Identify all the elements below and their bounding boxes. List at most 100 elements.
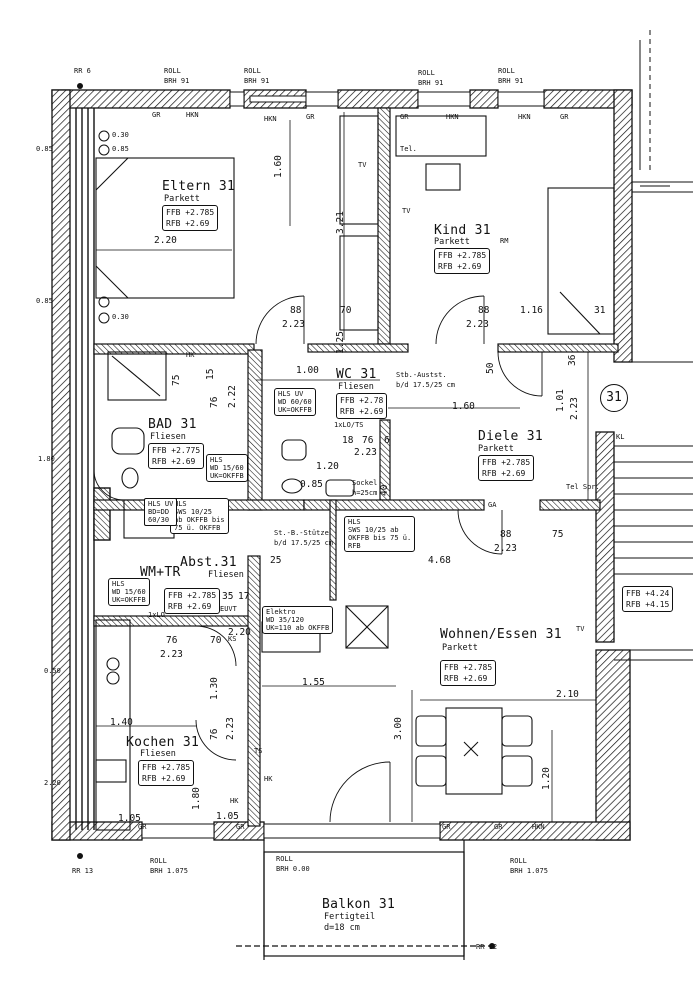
rfb-level: RFB +2.69 bbox=[166, 219, 210, 228]
window-roll-label: ROLL bbox=[244, 67, 261, 75]
dim-label: 1.20 bbox=[541, 767, 552, 790]
dim-label: 3.21 bbox=[335, 211, 346, 234]
stb-size-label: b/d 17.5/25 cm bbox=[396, 381, 456, 389]
window-brh-label: BRH 1.075 bbox=[150, 867, 188, 875]
st-stuetze-label: St.-B.-Stütze bbox=[274, 529, 329, 537]
level-box-diele: FFB +2.785 RFB +2.69 bbox=[478, 455, 535, 481]
interior-walls bbox=[93, 107, 619, 827]
wm-tr-label: WM+TR bbox=[140, 565, 181, 580]
dim-label: 0.30 bbox=[112, 313, 129, 321]
dim-label: 1.30 bbox=[209, 677, 220, 700]
gr-label: GR bbox=[400, 113, 409, 121]
dim-label: 88 bbox=[478, 305, 490, 316]
hls-box-bd: HLS UV BD=DD 60/30 bbox=[144, 498, 178, 526]
dim-label: 4.68 bbox=[428, 555, 451, 566]
hls-line: UK=OKFFB bbox=[210, 472, 244, 480]
dim-label: 0.50 bbox=[44, 667, 61, 675]
dim-label: 3.00 bbox=[393, 717, 404, 740]
hkn-label: HKN bbox=[532, 823, 545, 831]
dim-label: 15 bbox=[205, 368, 216, 380]
ffb-level: FFB +2.785 bbox=[142, 763, 191, 772]
hls-line: HLS bbox=[210, 456, 223, 464]
gr-label: GR bbox=[236, 823, 245, 831]
ffb-level: FFB +2.785 bbox=[168, 591, 217, 600]
level-box-wohnen: FFB +2.785 RFB +2.69 bbox=[440, 660, 497, 686]
axis-markers bbox=[77, 83, 495, 949]
dim-label: 2.23 bbox=[466, 319, 489, 330]
hls-box-diele: HLS SWS 10/25 ab OKFFB bis 75 ü. RFB bbox=[344, 516, 416, 552]
room-floor-eltern: Parkett bbox=[164, 194, 200, 204]
gr-label: GR bbox=[442, 823, 451, 831]
room-name-kind: Kind 31 bbox=[434, 223, 491, 238]
gr-label: GR bbox=[152, 111, 161, 119]
dim-label: 1.40 bbox=[110, 717, 133, 728]
dim-label: 76 bbox=[209, 396, 220, 408]
dim-label: 1.05 bbox=[118, 813, 141, 824]
hls-line: 75 ü. OKFFB bbox=[174, 524, 221, 532]
hls-line: SWS 10/25 ab bbox=[348, 526, 399, 534]
hls-box-bad: HLS WD 15/60 UK=OKFFB bbox=[206, 454, 248, 482]
compass-circles bbox=[98, 130, 110, 324]
elektro-line: Elektro bbox=[266, 608, 296, 616]
dim-label: 36 bbox=[567, 354, 578, 366]
dim-label: 2.23 bbox=[225, 717, 236, 740]
dim-label: 25 bbox=[270, 555, 282, 566]
dim-label: 2.22 bbox=[227, 385, 238, 408]
dimension-lines bbox=[96, 112, 596, 822]
ffb-level: FFB +2.78 bbox=[340, 396, 384, 405]
dim-label: 88 bbox=[290, 305, 302, 316]
dim-label: 50 bbox=[485, 362, 496, 374]
dim-label: 2.23 bbox=[494, 543, 517, 554]
euvt-label: EUVT bbox=[220, 605, 237, 613]
hk-label: HK bbox=[264, 775, 273, 783]
room-name-wc: WC 31 bbox=[336, 367, 377, 382]
elektro-box: Elektro WD 35/120 UK=110 ab OKFFB bbox=[262, 606, 334, 634]
dim-label: 70 bbox=[210, 635, 222, 646]
rfb-level: RFB +2.69 bbox=[168, 602, 212, 611]
gr-label: GR bbox=[138, 823, 147, 831]
dim-label: 0.85 bbox=[36, 145, 53, 153]
window-roll-label: ROLL bbox=[276, 855, 293, 863]
rfb-level: RFB +2.69 bbox=[444, 674, 488, 683]
dim-label: 40 bbox=[379, 484, 390, 496]
dim-label: 2.23 bbox=[354, 447, 377, 458]
xlo-label: 1xLO bbox=[148, 611, 165, 619]
room-name-wohnen: Wohnen/Essen 31 bbox=[440, 627, 562, 642]
tv-label: TV bbox=[576, 625, 585, 633]
axis-label: RR 6 bbox=[74, 67, 91, 75]
elektro-line: WD 35/120 bbox=[266, 616, 304, 624]
window-brh-label: BRH 1.075 bbox=[510, 867, 548, 875]
dim-label: 6 bbox=[384, 435, 390, 446]
rfb-level: RFB +2.69 bbox=[142, 774, 186, 783]
hkn-label: HKN bbox=[518, 113, 531, 121]
level-box-kind: FFB +2.785 RFB +2.69 bbox=[434, 248, 491, 274]
level-box-stair: FFB +4.24 RFB +4.15 bbox=[622, 586, 674, 612]
window-roll-label: ROLL bbox=[510, 857, 527, 865]
dim-label: 0.85 bbox=[112, 145, 129, 153]
hkn-label: HKN bbox=[446, 113, 459, 121]
ks-label: KS bbox=[228, 635, 237, 643]
hkn-label: HKN bbox=[264, 115, 277, 123]
hls-line: WD 15/60 bbox=[210, 464, 244, 472]
xlo-ts-label: 1xLO/TS bbox=[334, 421, 364, 429]
axis-label: RR 13 bbox=[72, 867, 94, 875]
hls-line: HLS bbox=[112, 580, 125, 588]
dim-label: 76 bbox=[362, 435, 374, 446]
dim-label: 1.00 bbox=[296, 365, 319, 376]
dim-label: 1.16 bbox=[520, 305, 543, 316]
rfb-level: RFB +2.69 bbox=[152, 457, 196, 466]
hls-line: WD 15/60 bbox=[112, 588, 146, 596]
window-roll-label: ROLL bbox=[418, 69, 435, 77]
level-box-abst: FFB +2.785 RFB +2.69 bbox=[164, 588, 221, 614]
dim-label: 17 bbox=[238, 591, 250, 602]
hls-line: HLS bbox=[174, 500, 187, 508]
dim-label: 2.20 bbox=[154, 235, 177, 246]
tv-label: TV bbox=[358, 161, 367, 169]
hls-line: UK=OKFFB bbox=[112, 596, 146, 604]
dim-label: 70 bbox=[340, 305, 352, 316]
window-roll-label: ROLL bbox=[150, 857, 167, 865]
room-floor-wohnen: Parkett bbox=[442, 643, 478, 653]
door-swings bbox=[93, 295, 543, 823]
hk-label: HK bbox=[230, 797, 239, 805]
